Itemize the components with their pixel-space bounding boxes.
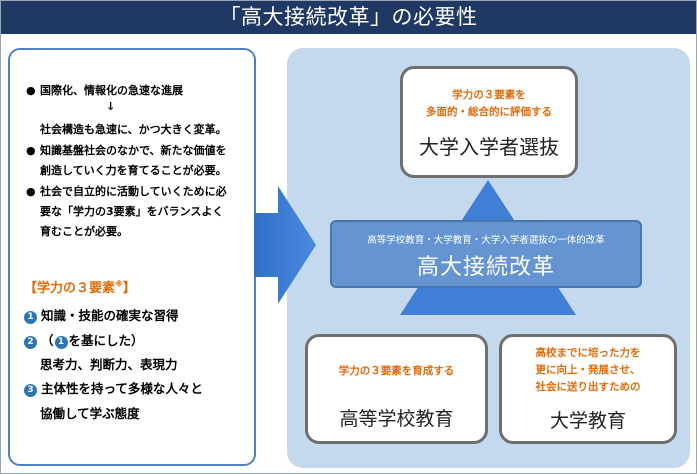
background-panel: ● 国際化、情報化の急速な進展 ↓ 社会構造も急速に、かつ大きく変革。 ● 知識基盤…: [8, 48, 256, 466]
number-1-icon: 1: [54, 336, 68, 349]
right-arrow-icon: [254, 186, 316, 304]
number-2-icon: 2: [24, 336, 37, 349]
bullet-continuation: 社会構造も急速に、かつ大きく変革。: [40, 123, 227, 136]
element-prefix: （: [41, 333, 54, 348]
element-continuation: 協働して学ぶ態度: [40, 406, 140, 421]
bullet-item: ● 国際化、情報化の急速な進展: [26, 82, 183, 98]
university-education-box: 高校までに培った力を 更に向上・発展させ、 社会に送り出すための 大学教育: [499, 334, 677, 444]
bullet-continuation: 創造していく力を育てることが必要。: [40, 164, 227, 177]
page-title: 「高大接続改革」の必要性: [1, 1, 696, 34]
bullet-item: ● 知識基盤社会のなかで、新たな価値を: [26, 142, 227, 158]
element-item-3: 3 主体性を持って多様な人々と: [24, 378, 203, 397]
box-subtitle: 更に向上・発展させ、: [535, 364, 641, 376]
bullet-text: 社会で自立的に活動していくために必: [40, 185, 227, 198]
center-title: 高大接続改革: [416, 255, 555, 280]
box-subtitle: 多面的・総合的に評価する: [426, 106, 552, 118]
number-3-icon: 3: [24, 384, 37, 397]
bullet-dot-icon: ●: [26, 185, 36, 198]
bullet-continuation: 育むことが必要。: [40, 225, 128, 238]
element-text: 知識・技能の確実な習得: [41, 308, 179, 323]
bullet-dot-icon: ●: [26, 84, 36, 97]
elements-heading-text: 【学力の３要素: [24, 281, 116, 296]
element-text: を基にした）: [68, 333, 144, 348]
bullet-continuation: 要な「学力の3要素」をバランスよく: [40, 205, 224, 218]
box-title: 大学入学者選抜: [419, 135, 559, 159]
element-item-1: 1 知識・技能の確実な習得: [24, 305, 179, 324]
high-school-box: 学力の３要素を育成する 高等学校教育: [305, 334, 488, 444]
center-subtitle: 高等学校教育・大学教育・大学入学者選抜の一体的改革: [367, 235, 605, 246]
element-continuation: 思考力、判断力、表現力: [40, 357, 178, 372]
bullet-text: 国際化、情報化の急速な進展: [40, 84, 183, 97]
footnote-mark: ※: [115, 279, 123, 289]
university-admission-box: 学力の３要素を 多面的・総合的に評価する 大学入学者選抜: [400, 66, 578, 178]
bullet-item: ● 社会で自立的に活動していくために必: [26, 183, 227, 199]
box-subtitle: 学力の３要素を育成する: [338, 365, 455, 377]
box-subtitle: 社会に送り出すための: [535, 381, 641, 393]
element-text: 主体性を持って多様な人々と: [41, 381, 203, 396]
box-subtitle: 学力の３要素を: [452, 89, 526, 101]
bullet-text: 知識基盤社会のなかで、新たな価値を: [40, 144, 227, 157]
elements-heading-close: 】: [122, 281, 136, 296]
elements-heading: 【学力の３要素※】: [24, 277, 136, 296]
reform-center-box: 高等学校教育・大学教育・大学入学者選抜の一体的改革 高大接続改革: [330, 220, 642, 288]
box-subtitle: 高校までに培った力を: [535, 347, 641, 359]
down-arrow-icon: ↓: [106, 100, 116, 113]
box-title: 高等学校教育: [339, 408, 454, 430]
bullet-dot-icon: ●: [26, 144, 36, 157]
number-1-icon: 1: [24, 311, 37, 324]
box-title: 大学教育: [549, 410, 626, 432]
